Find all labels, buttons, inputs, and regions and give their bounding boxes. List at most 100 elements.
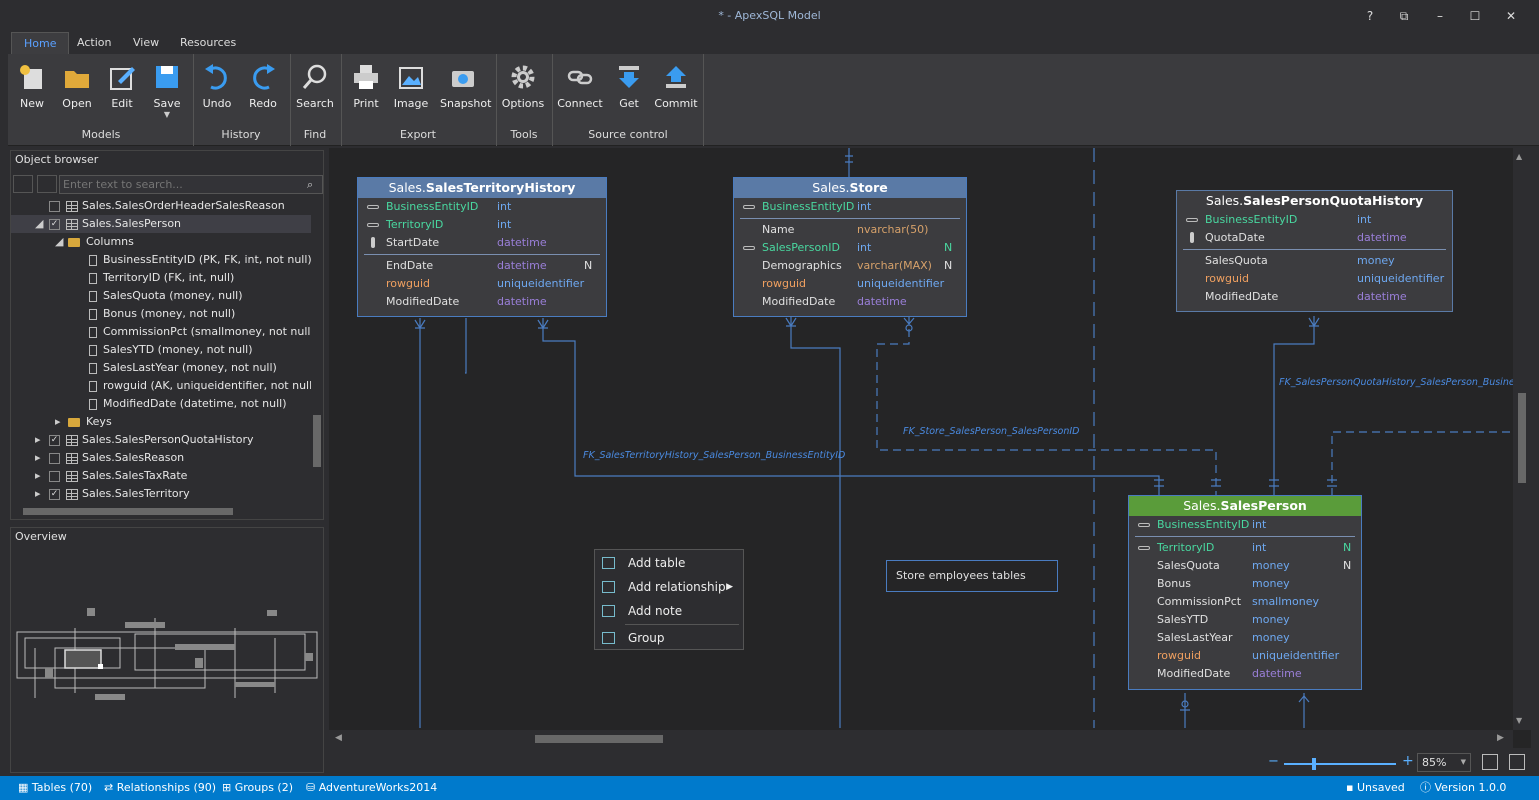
image-button[interactable]: Image	[388, 58, 434, 118]
status-groups[interactable]: ⊞ Groups (2)	[222, 781, 294, 794]
zoom-slider[interactable]	[1284, 763, 1396, 765]
scroll-down-icon[interactable]: ▼	[1516, 716, 1523, 725]
snapshot-button[interactable]: Snapshot	[440, 58, 491, 118]
entity-header[interactable]: Sales.SalesPersonQuotaHistory	[1177, 191, 1452, 211]
open-button[interactable]: Open	[54, 58, 100, 118]
overview-minimap[interactable]	[15, 598, 321, 718]
tree-column[interactable]: SalesLastYear (money, not null)	[89, 359, 277, 377]
chevron-right-icon[interactable]: ▸	[35, 487, 41, 500]
menu-add-relationship[interactable]: Add relationship▶	[595, 575, 743, 599]
relationship-label[interactable]: FK_Store_SalesPerson_SalesPersonID	[903, 426, 1080, 437]
chevron-right-icon[interactable]: ▸	[55, 415, 61, 428]
status-database[interactable]: ⛁ AdventureWorks2014	[306, 781, 438, 794]
tab-action[interactable]: Action	[77, 36, 112, 49]
checkbox[interactable]	[49, 200, 60, 212]
scroll-up-icon[interactable]: ▲	[1516, 152, 1523, 161]
options-button[interactable]: Options	[500, 58, 546, 118]
tree-item-salesperson[interactable]: ◢✓Sales.SalesPerson	[35, 215, 181, 233]
entity-sales-territory-history[interactable]: Sales.SalesTerritoryHistory BusinessEnti…	[357, 177, 607, 317]
collapse-all-icon[interactable]	[37, 175, 57, 193]
expand-all-icon[interactable]	[13, 175, 33, 193]
relationship-label[interactable]: FK_SalesTerritoryHistory_SalesPerson_Bus…	[583, 450, 846, 461]
minimize-button[interactable]: –	[1437, 9, 1443, 23]
maximize-button[interactable]: ☐	[1469, 9, 1481, 23]
diagram-canvas[interactable]: FK_SalesTerritoryHistory_SalesPerson_Bus…	[329, 148, 1531, 748]
checkbox[interactable]	[49, 470, 60, 482]
zoom-in-button[interactable]: +	[1402, 753, 1414, 769]
commit-button[interactable]: Commit	[653, 58, 699, 118]
zoom-out-button[interactable]: −	[1268, 754, 1279, 769]
tree-column[interactable]: Bonus (money, not null)	[89, 305, 235, 323]
tab-home[interactable]: Home	[11, 32, 70, 54]
tab-view[interactable]: View	[133, 36, 160, 49]
menu-add-note[interactable]: Add note	[595, 599, 743, 623]
tree-column[interactable]: ModifiedDate (datetime, not null)	[89, 395, 287, 413]
zoom-select[interactable]: 85%▼	[1417, 753, 1471, 772]
checkbox[interactable]: ✓	[49, 488, 60, 500]
restore-layout-button[interactable]: ⧉	[1399, 9, 1409, 23]
tree-column[interactable]: SalesYTD (money, not null)	[89, 341, 253, 359]
save-button[interactable]: Save▼	[144, 58, 190, 119]
close-button[interactable]: ✕	[1505, 9, 1517, 23]
tree-column[interactable]: BusinessEntityID (PK, FK, int, not null)	[89, 251, 311, 269]
entity-header[interactable]: Sales.SalesTerritoryHistory	[358, 178, 606, 198]
checkbox[interactable]: ✓	[49, 434, 60, 446]
chevron-down-icon[interactable]: ◢	[35, 217, 44, 230]
tree-item[interactable]: Sales.SalesOrderHeaderSalesReason	[49, 197, 285, 215]
print-button[interactable]: Print	[343, 58, 389, 118]
diagram-note[interactable]: Store employees tables	[886, 560, 1058, 592]
status-relationships[interactable]: ⇄ Relationships (90)	[104, 781, 217, 794]
tree-column[interactable]: CommissionPct (smallmoney, not null)	[89, 323, 311, 341]
object-search-input[interactable]	[59, 175, 323, 194]
new-button[interactable]: New	[9, 58, 55, 118]
scroll-thumb[interactable]	[1518, 393, 1526, 483]
tree-item[interactable]: ▸✓Sales.SalesPersonQuotaHistory	[35, 431, 254, 449]
redo-button[interactable]: Redo	[240, 58, 286, 118]
scroll-left-icon[interactable]: ◀	[335, 733, 342, 743]
edit-button[interactable]: Edit	[99, 58, 145, 118]
entity-header[interactable]: Sales.SalesPerson	[1129, 496, 1361, 516]
menu-group[interactable]: Group	[595, 626, 743, 650]
relationship-label[interactable]: FK_SalesPersonQuotaHistory_SalesPerson_B…	[1279, 377, 1531, 388]
tree-column[interactable]: rowguid (AK, uniqueidentifier, not null)	[89, 377, 311, 395]
tree-column[interactable]: TerritoryID (FK, int, null)	[89, 269, 234, 287]
undo-button[interactable]: Undo	[194, 58, 240, 118]
tree-item[interactable]: ▸Sales.SalesTaxRate	[35, 467, 187, 485]
entity-header[interactable]: Sales.Store	[734, 178, 966, 198]
fit-to-screen-icon[interactable]	[1482, 754, 1498, 770]
tree-item-keys[interactable]: ▸Keys	[55, 413, 112, 431]
chevron-right-icon[interactable]: ▸	[35, 433, 41, 446]
menu-add-table[interactable]: Add table	[595, 551, 743, 575]
tree-item-columns[interactable]: ◢Columns	[55, 233, 134, 251]
chevron-right-icon[interactable]: ▸	[35, 469, 41, 482]
tree-column[interactable]: SalesQuota (money, null)	[89, 287, 243, 305]
checkbox[interactable]: ✓	[49, 218, 60, 230]
canvas-hscrollbar[interactable]: ◀ ▶	[329, 730, 1513, 748]
search-button[interactable]: Search	[292, 58, 338, 118]
tab-resources[interactable]: Resources	[180, 36, 237, 49]
actual-size-icon[interactable]	[1509, 754, 1525, 770]
